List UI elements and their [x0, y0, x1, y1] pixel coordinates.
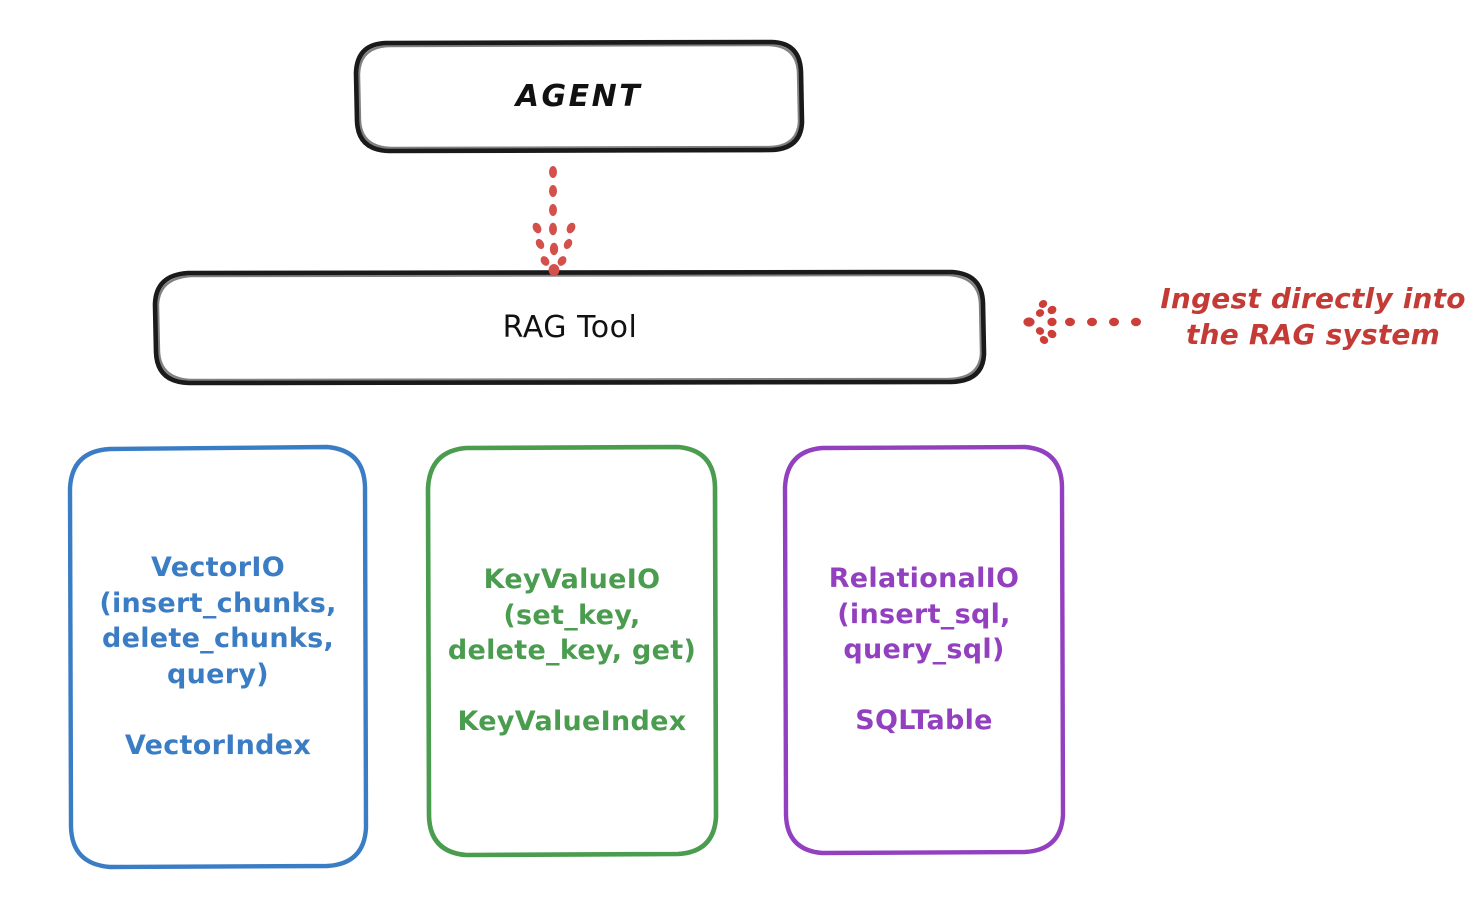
node-relational-io[interactable]: RelationalIO (insert_sql, query_sql) SQL… [786, 447, 1062, 853]
node-agent-label: AGENT [515, 79, 643, 115]
node-vector-io[interactable]: VectorIO (insert_chunks, delete_chunks, … [70, 447, 366, 867]
node-relational-io-label: RelationalIO (insert_sql, query_sql) SQL… [828, 562, 1020, 737]
node-rag-tool[interactable]: RAG Tool [156, 272, 984, 384]
node-agent[interactable]: AGENT [356, 42, 802, 152]
node-key-value-io[interactable]: KeyValueIO (set_key, delete_key, get) Ke… [428, 447, 716, 855]
ingest-to-rag-tool-connector [1023, 299, 1141, 345]
node-rag-tool-label: RAG Tool [502, 310, 638, 346]
node-vector-io-label: VectorIO (insert_chunks, delete_chunks, … [99, 552, 337, 762]
node-key-value-io-label: KeyValueIO (set_key, delete_key, get) Ke… [447, 563, 697, 738]
annotation-ingest-directly: Ingest directly into the RAG system [1160, 282, 1466, 351]
agent-to-rag-tool-connector [532, 166, 576, 276]
